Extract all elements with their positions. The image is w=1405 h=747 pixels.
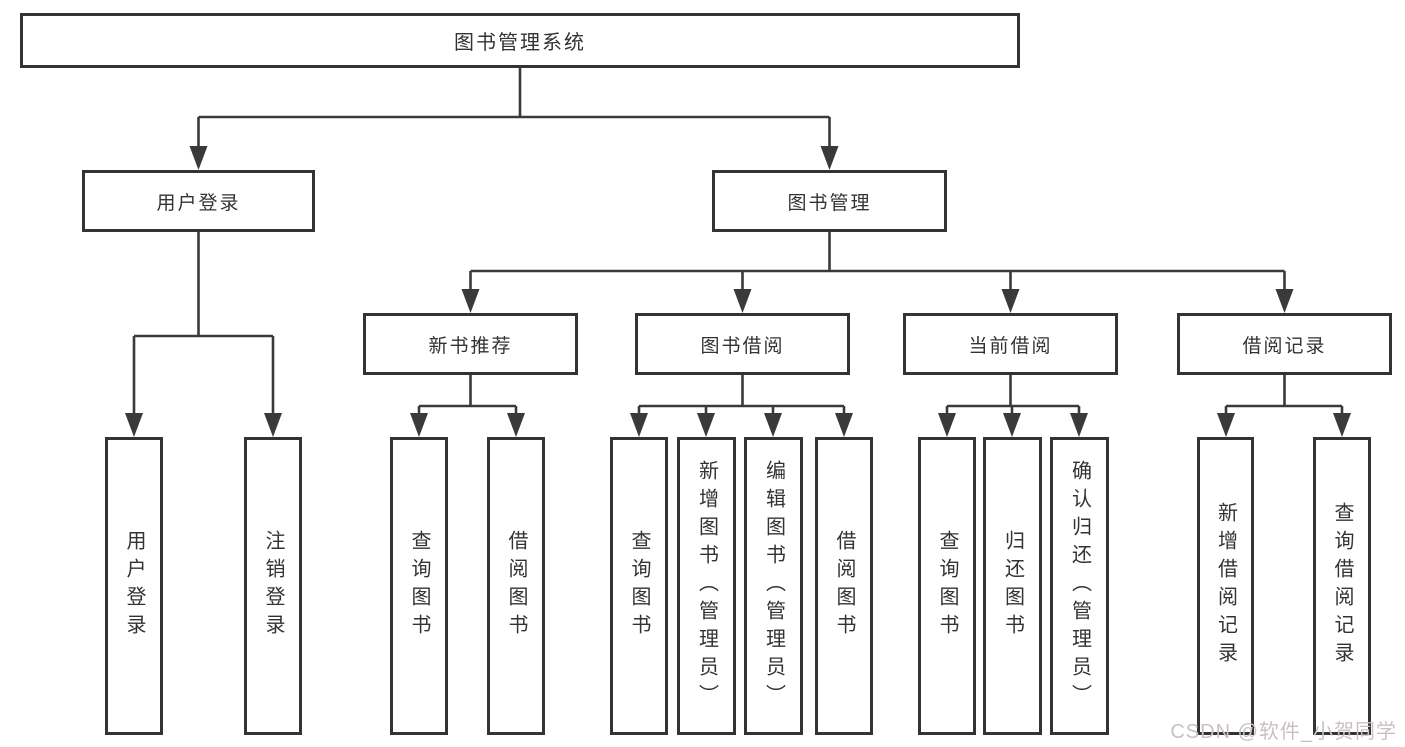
leaf-records-add-record: 新增借阅记录 [1197, 437, 1254, 735]
node-root: 图书管理系统 [20, 13, 1020, 68]
leaf-borrowing-add-books-admin: 新增图书（管理员） [677, 437, 736, 735]
leaf-borrowing-query-books: 查询图书 [610, 437, 668, 735]
leaf-label: 查询图书 [936, 530, 958, 642]
node-new-book-recommend: 新书推荐 [363, 313, 578, 375]
leaf-label: 归还图书 [1001, 530, 1024, 642]
leaf-label: 查询借阅记录 [1331, 502, 1353, 670]
leaf-records-query-record: 查询借阅记录 [1313, 437, 1371, 735]
leaf-logout: 注销登录 [244, 437, 302, 735]
leaf-recommend-query-books: 查询图书 [390, 437, 448, 735]
leaf-label: 注销登录 [262, 530, 284, 642]
node-book-borrowing: 图书借阅 [635, 313, 850, 375]
node-book-management: 图书管理 [712, 170, 947, 232]
leaf-current-query-books: 查询图书 [918, 437, 976, 735]
leaf-label: 用户登录 [123, 530, 145, 642]
leaf-label: 新增图书（管理员） [695, 460, 718, 712]
leaf-label: 新增借阅记录 [1214, 502, 1237, 670]
leaf-label: 查询图书 [628, 530, 650, 642]
leaf-label: 借阅图书 [505, 530, 527, 642]
node-borrowing-records: 借阅记录 [1177, 313, 1392, 375]
leaf-label: 借阅图书 [833, 530, 855, 642]
csdn-watermark: CSDN @软件_小贺同学 [1170, 721, 1397, 743]
leaf-user-login: 用户登录 [105, 437, 163, 735]
leaf-recommend-borrow-books: 借阅图书 [487, 437, 545, 735]
node-user-login: 用户登录 [82, 170, 315, 232]
leaf-borrowing-borrow-books: 借阅图书 [815, 437, 873, 735]
node-current-borrowing: 当前借阅 [903, 313, 1118, 375]
leaf-label: 编辑图书（管理员） [762, 460, 785, 712]
leaf-label: 查询图书 [408, 530, 430, 642]
leaf-current-return-books: 归还图书 [983, 437, 1042, 735]
leaf-borrowing-edit-books-admin: 编辑图书（管理员） [744, 437, 803, 735]
leaf-label: 确认归还（管理员） [1068, 460, 1091, 712]
leaf-current-confirm-return-admin: 确认归还（管理员） [1050, 437, 1109, 735]
